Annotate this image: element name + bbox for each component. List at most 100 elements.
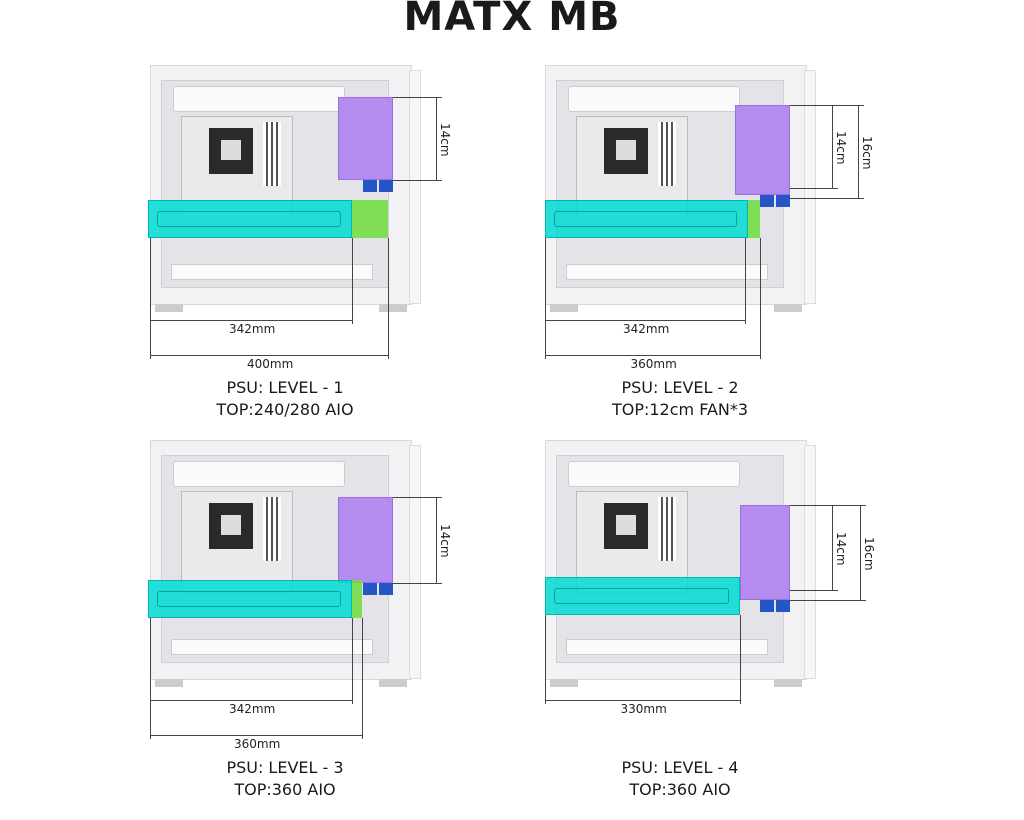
- length-dim-tick: [352, 238, 353, 324]
- case-foot: [379, 304, 407, 312]
- psu-dim-label: 14cm: [438, 524, 452, 558]
- gpu-block: [545, 200, 748, 238]
- case-foot: [155, 304, 183, 312]
- length-dim-label: 342mm: [229, 322, 276, 336]
- psu-dim-line: [832, 505, 833, 590]
- psu-dim-tick: [393, 97, 442, 98]
- ram-slots: [658, 122, 676, 186]
- length-dim-tick: [745, 238, 746, 324]
- psu-dim-tick: [393, 180, 442, 181]
- length-dim-tick: [545, 615, 546, 704]
- gpu-extension-zone: [352, 200, 388, 238]
- psu-level-label: PSU: LEVEL - 4: [621, 758, 739, 777]
- cpu-socket: [209, 128, 253, 174]
- psu-level-label: PSU: LEVEL - 2: [621, 378, 739, 397]
- psu-dim-label: 14cm: [834, 130, 848, 165]
- psu-dim-tick: [790, 600, 866, 601]
- psu-connector: [379, 180, 393, 192]
- psu-block: [338, 497, 393, 583]
- psu-block: [735, 105, 790, 195]
- cpu-socket: [209, 503, 253, 549]
- psu-connector: [760, 600, 774, 612]
- top-cooling-label: TOP:360 AIO: [629, 780, 731, 799]
- pc-case-illustration: [545, 65, 816, 312]
- psu-dim-tick: [790, 188, 838, 189]
- psu-dim-tick: [790, 590, 838, 591]
- psu-dim-tick: [790, 505, 866, 506]
- length-dim-tick: [150, 238, 151, 359]
- gpu-block: [545, 577, 740, 615]
- top-fan-bracket: [173, 461, 345, 487]
- length-dim-tick: [545, 238, 546, 359]
- length-dim-label: 342mm: [623, 322, 670, 336]
- gpu-extension-zone: [748, 200, 760, 238]
- length-dim-line: [150, 320, 352, 321]
- side-panel: [804, 70, 816, 304]
- length-dim-line: [150, 735, 362, 736]
- top-fan-bracket: [568, 461, 740, 487]
- length-dim-line: [545, 700, 740, 701]
- length-dim-line: [150, 355, 388, 356]
- psu-dim-label: 14cm: [438, 122, 452, 157]
- cpu-socket: [604, 503, 648, 549]
- psu-dim-tick: [790, 105, 864, 106]
- psu-dim-tick: [790, 198, 864, 199]
- ram-slots: [263, 122, 281, 186]
- psu-connector: [363, 583, 377, 595]
- psu-dim-label: 16cm: [860, 135, 874, 170]
- ram-slots: [658, 497, 676, 561]
- length-dim-label: 330mm: [620, 702, 667, 716]
- length-dim-label: 342mm: [229, 702, 276, 716]
- psu-dim-line: [858, 105, 859, 198]
- psu-connector: [379, 583, 393, 595]
- gpu-block: [148, 580, 352, 618]
- top-cooling-label: TOP:240/280 AIO: [216, 400, 354, 419]
- cpu-socket: [604, 128, 648, 174]
- psu-dim-tick: [393, 497, 442, 498]
- top-fan-bracket: [568, 86, 740, 112]
- length-dim-tick: [352, 618, 353, 704]
- psu-level-label: PSU: LEVEL - 1: [226, 378, 344, 397]
- length-dim-tick: [760, 238, 761, 359]
- side-panel: [409, 445, 421, 679]
- case-foot: [155, 679, 183, 687]
- top-cooling-label: TOP:360 AIO: [234, 780, 336, 799]
- psu-connector: [363, 180, 377, 192]
- case-foot: [774, 679, 802, 687]
- side-panel: [804, 445, 816, 679]
- case-foot: [774, 304, 802, 312]
- psu-dim-label: 16cm: [862, 536, 876, 571]
- length-dim-tick: [362, 618, 363, 739]
- psu-connector: [776, 195, 790, 207]
- gpu-block: [148, 200, 352, 238]
- top-cooling-label: TOP:12cm FAN*3: [611, 400, 749, 419]
- psu-level-label: PSU: LEVEL - 3: [226, 758, 344, 777]
- psu-dim-line: [436, 497, 437, 583]
- psu-connector: [760, 195, 774, 207]
- psu-block: [740, 505, 790, 600]
- case-foot: [550, 679, 578, 687]
- gpu-extension-zone: [352, 580, 362, 618]
- ram-slots: [263, 497, 281, 561]
- bottom-fan-bracket: [566, 264, 768, 280]
- length-dim-tick: [740, 615, 741, 704]
- psu-dim-line: [436, 97, 437, 180]
- length-dim-tick: [388, 238, 389, 359]
- length-dim-line: [150, 700, 352, 701]
- psu-dim-line: [832, 105, 833, 188]
- length-dim-label: 360mm: [630, 357, 677, 371]
- length-dim-line: [545, 355, 760, 356]
- bottom-fan-bracket: [171, 639, 373, 655]
- case-foot: [379, 679, 407, 687]
- top-fan-bracket: [173, 86, 345, 112]
- psu-connector: [776, 600, 790, 612]
- psu-dim-line: [860, 505, 861, 600]
- psu-dim-tick: [393, 583, 442, 584]
- length-dim-tick: [150, 618, 151, 739]
- bottom-fan-bracket: [566, 639, 768, 655]
- length-dim-label: 400mm: [247, 357, 294, 371]
